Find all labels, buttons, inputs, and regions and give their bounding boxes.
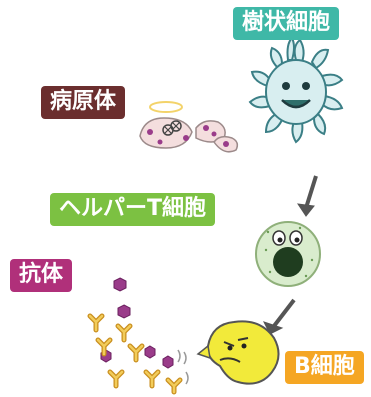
dendritic-cell-label: 樹状細胞	[233, 7, 340, 40]
antibody-icon	[87, 277, 189, 395]
antibody-label: 抗体	[10, 259, 73, 292]
b-cell-icon	[196, 320, 280, 385]
pathogen-cluster-icon	[139, 101, 239, 153]
b-cell-label: B細胞	[285, 351, 364, 384]
helper-t-cell-label: ヘルパーT細胞	[50, 193, 216, 226]
dendritic-cell-icon	[248, 36, 344, 144]
arrow-down-icon	[263, 175, 318, 335]
pathogen-label: 病原体	[41, 86, 126, 119]
helper-t-cell-icon	[255, 221, 321, 287]
